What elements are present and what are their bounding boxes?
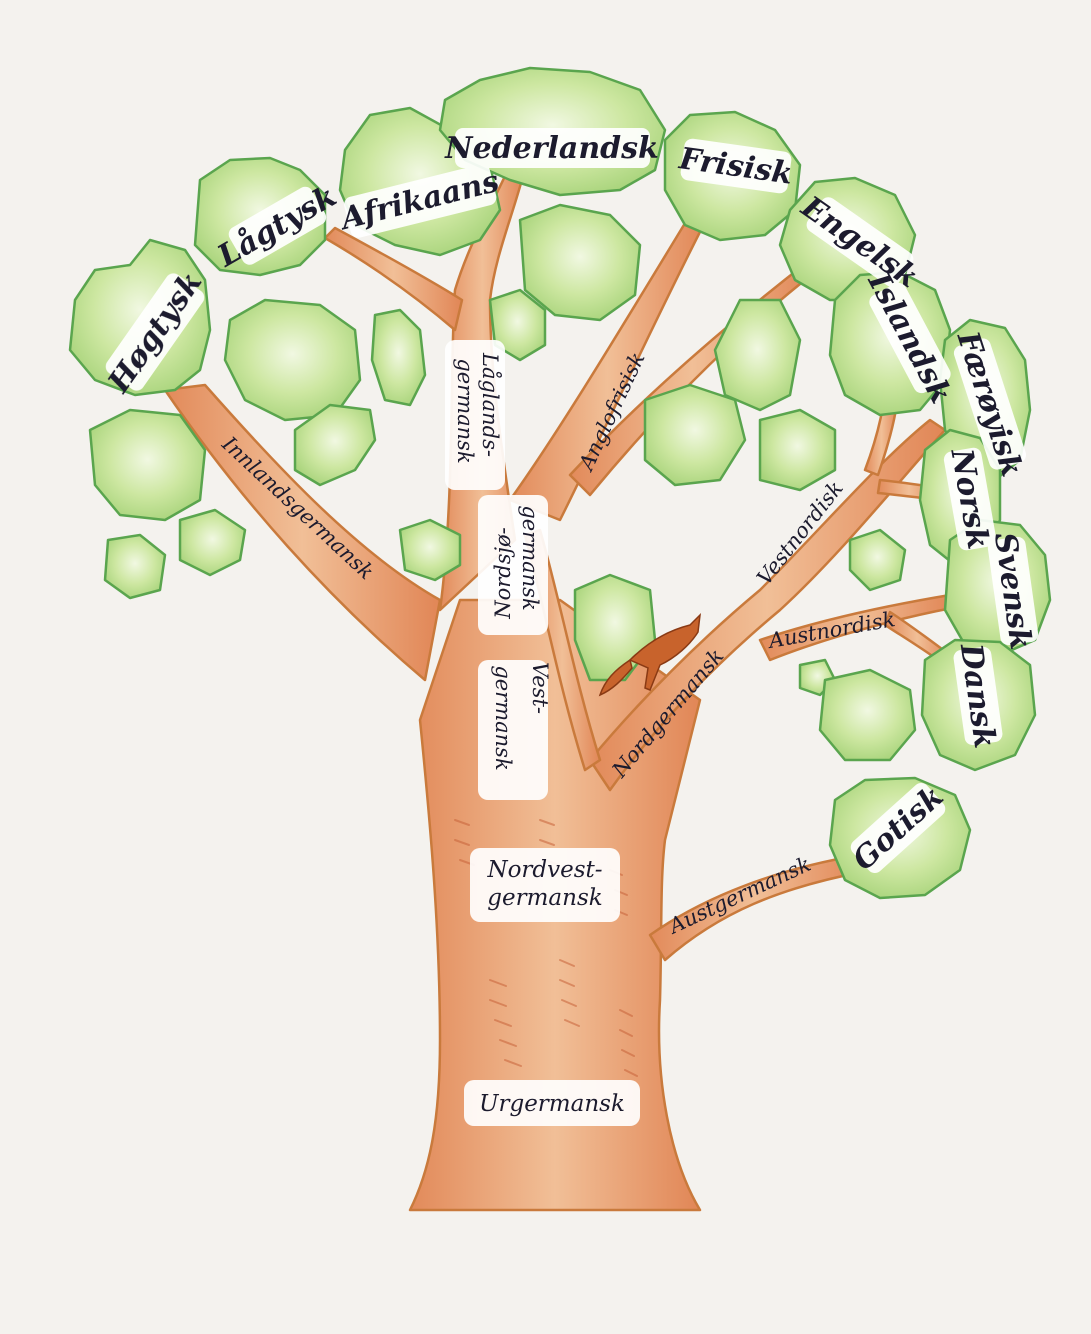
label-vestgermansk-2: germansk [491, 665, 515, 770]
label-nordsjogermansk-1: Nordsjø- [491, 527, 515, 620]
label-vestgermansk-1: Vest- [528, 662, 552, 714]
label-nordsjogermansk-2: germansk [518, 505, 542, 610]
label-nordvestgermansk-2: germansk [487, 885, 602, 911]
label-urgermansk: Urgermansk [479, 1091, 625, 1117]
label-laglandsgermansk-2: germansk [453, 358, 477, 463]
label-laglandsgermansk-1: Låglands- [478, 352, 502, 457]
label-nederlandsk: Nederlandsk [444, 131, 659, 166]
label-austgermansk: Austgermansk [664, 852, 815, 939]
label-austnordisk: Austnordisk [765, 607, 897, 653]
branch-austgermansk [650, 855, 862, 960]
label-nordvestgermansk-1: Nordvest- [486, 857, 602, 883]
